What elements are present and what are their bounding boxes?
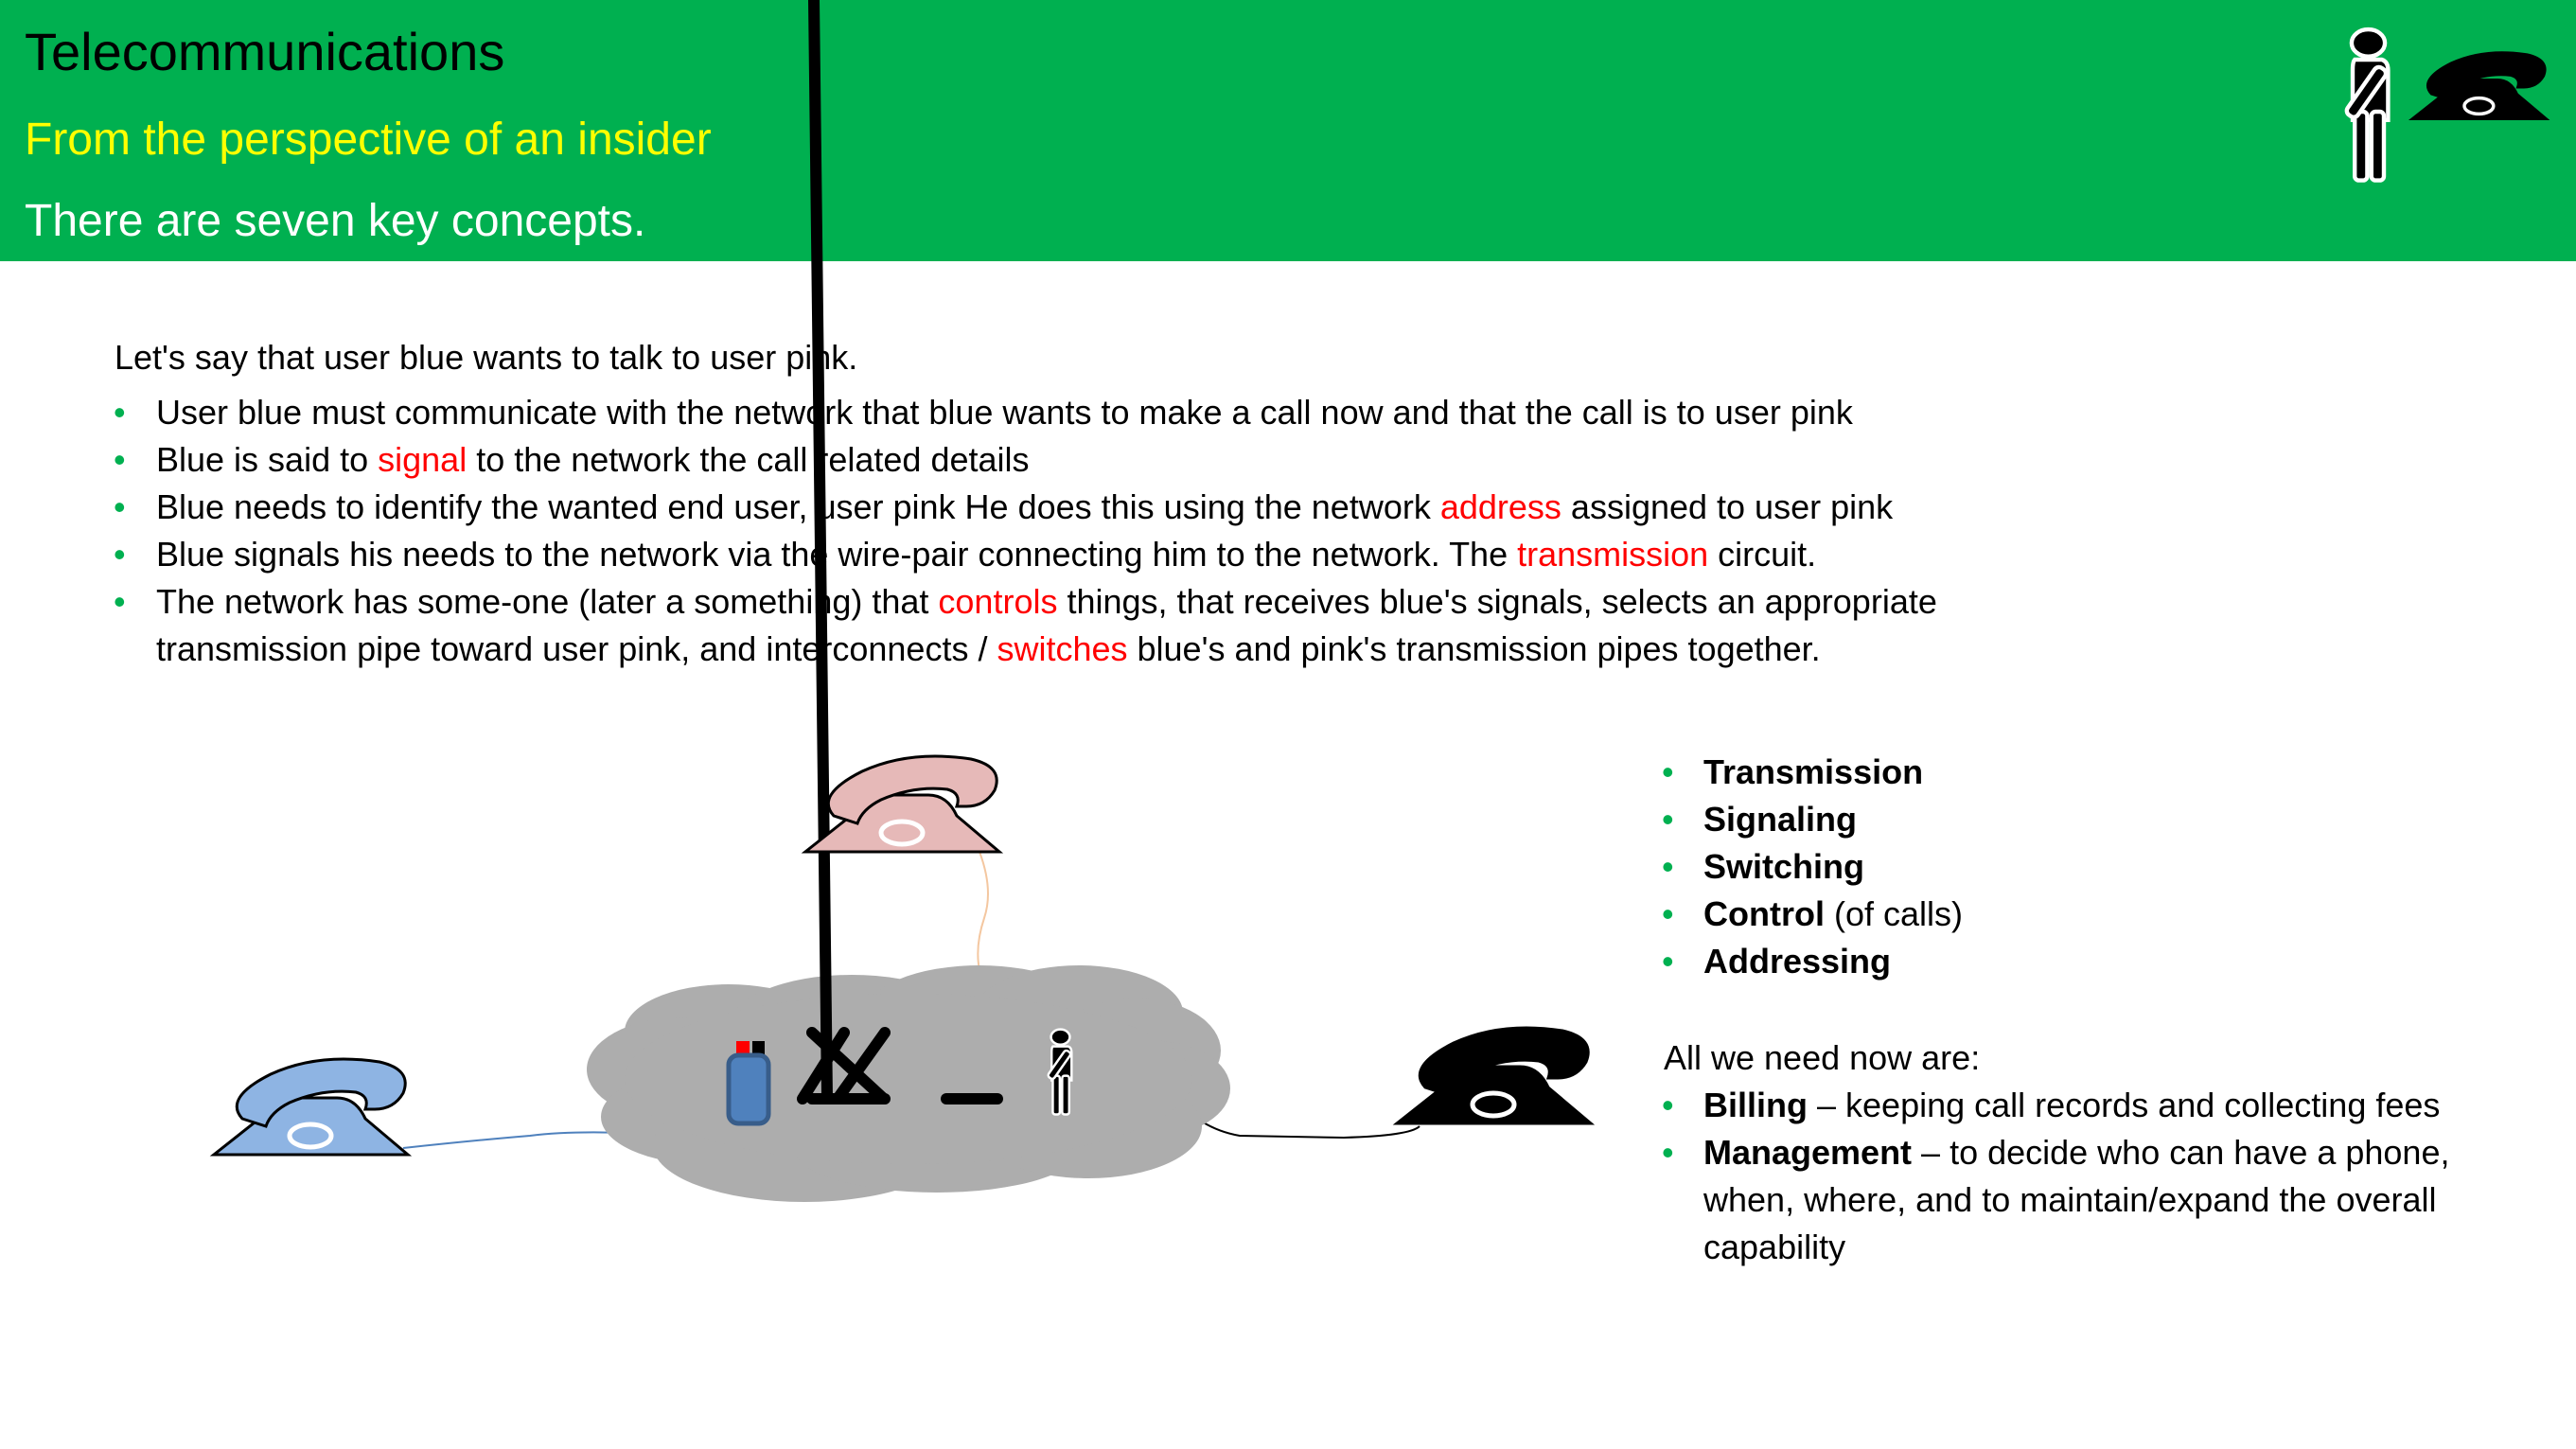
bullet-item: Blue is said to signal to the network th… <box>156 436 1030 484</box>
bullet-item: Blue needs to identify the wanted end us… <box>156 484 1893 531</box>
concept-addressing: Addressing <box>1703 942 1892 981</box>
keyword-transmission: transmission <box>1517 535 1709 574</box>
page-subtitle: From the perspective of an insider <box>25 115 712 165</box>
bullet-icon: • <box>1662 847 1674 886</box>
bullet-text: User blue must communicate with the netw… <box>156 393 1853 432</box>
bullet-text: transmission pipe toward user pink, and … <box>156 629 997 668</box>
bullet-icon: • <box>114 393 126 432</box>
bullet-icon: • <box>1662 894 1674 933</box>
need-management: Management <box>1703 1133 1913 1172</box>
switch-icon <box>797 0 1003 1104</box>
bullet-icon: • <box>1662 1133 1674 1172</box>
page-title: Telecommunications <box>25 22 505 81</box>
need-management-text: capability <box>1703 1228 1846 1266</box>
keyword-address: address <box>1439 487 1561 526</box>
black-wire <box>1188 1111 1420 1140</box>
blue-phone-icon <box>214 1059 408 1155</box>
need-management-text: – to decide who can have a phone, <box>1912 1133 2450 1172</box>
needs-heading: All we need now are: <box>1664 1038 1981 1077</box>
bullet-icon: • <box>114 440 126 479</box>
concept-control: Control <box>1703 894 1825 933</box>
pink-wire <box>977 851 989 971</box>
intro-text: Let's say that user blue wants to talk t… <box>115 338 858 377</box>
bullet-icon: • <box>114 487 126 526</box>
battery-icon <box>726 1041 771 1126</box>
bullet-text: things, that receives blue's signals, se… <box>1057 582 1937 621</box>
concept-signaling: Signaling <box>1703 800 1857 839</box>
bullet-icon: • <box>1662 1086 1674 1124</box>
bullet-icon: • <box>1662 942 1674 981</box>
header-banner: Telecommunications From the perspective … <box>0 0 2576 261</box>
concept-transmission: Transmission <box>1703 752 1924 791</box>
bullet-icon: • <box>114 535 126 574</box>
bullet-icon: • <box>1662 800 1674 839</box>
bullet-text: to the network the call related details <box>467 440 1030 479</box>
keyword-controls: controls <box>938 582 1058 621</box>
concept-control-suffix: (of calls) <box>1824 894 1963 933</box>
bullet-text: blue's and pink's transmission pipes tog… <box>1127 629 1821 668</box>
blue-wire <box>402 1131 626 1149</box>
concept-switching: Switching <box>1703 847 1864 886</box>
need-billing: Billing <box>1703 1086 1808 1124</box>
bullet-text: assigned to user pink <box>1561 487 1894 526</box>
black-phone-icon <box>1397 1028 1591 1123</box>
network-cloud <box>587 965 1230 1202</box>
bullet-text: circuit. <box>1708 535 1817 574</box>
insider-logo-icon <box>2345 29 2550 181</box>
bullet-icon: • <box>114 582 126 621</box>
bullet-text: Blue is said to <box>156 440 379 479</box>
bullet-item: The network has some-one (later a someth… <box>156 578 1937 626</box>
page-tagline: There are seven key concepts. <box>25 196 646 246</box>
bullet-item: Blue signals his needs to the network vi… <box>156 531 1816 578</box>
keyword-signal: signal <box>378 440 468 479</box>
bullet-text: The network has some-one (later a someth… <box>156 582 939 621</box>
bullet-item: User blue must communicate with the netw… <box>156 389 1853 436</box>
bullet-text: Blue needs to identify the wanted end us… <box>156 487 1440 526</box>
pink-phone-icon <box>805 756 999 852</box>
need-management-text: when, where, and to maintain/expand the … <box>1703 1180 2437 1219</box>
keyword-switches: switches <box>997 629 1128 668</box>
need-billing-text: – keeping call records and collecting fe… <box>1808 1086 2441 1124</box>
bullet-text: Blue signals his needs to the network vi… <box>156 535 1518 574</box>
bullet-item-continued: transmission pipe toward user pink, and … <box>156 626 1821 673</box>
bullet-icon: • <box>1662 752 1674 791</box>
